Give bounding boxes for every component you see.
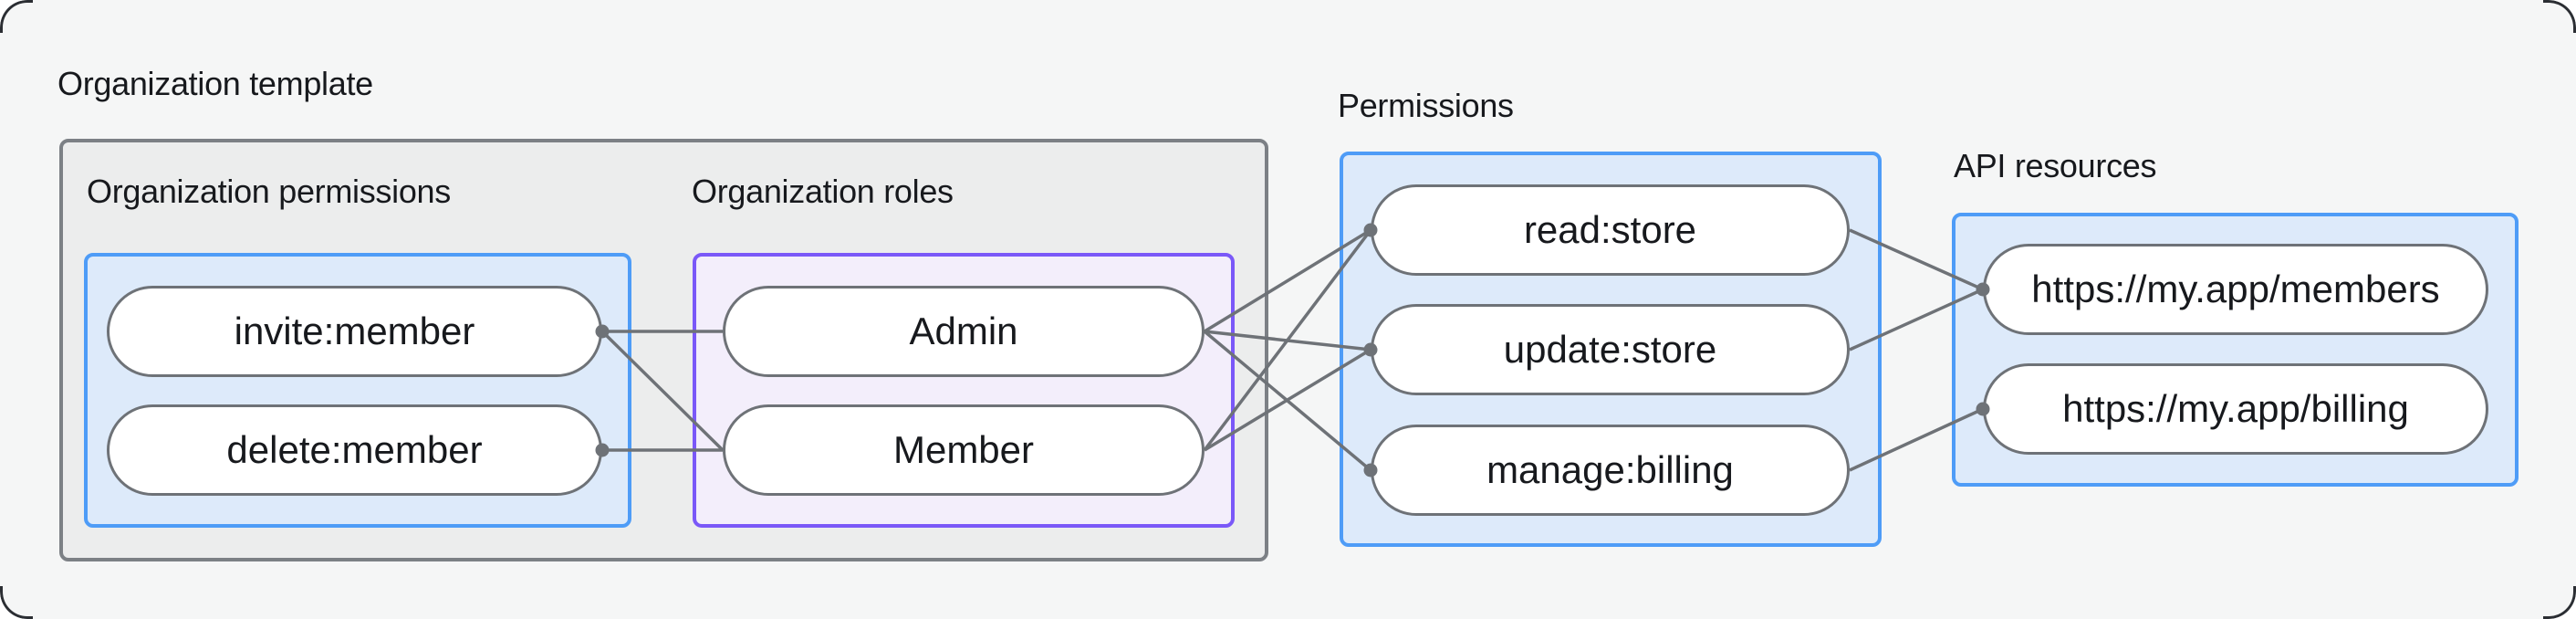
node-manage-billing: manage:billing	[1371, 425, 1850, 516]
permissions-title: Permissions	[1338, 87, 1514, 124]
screenshot-corner-top-left	[0, 0, 33, 33]
screenshot-corner-bottom-right	[2543, 586, 2576, 619]
organization-template-title: Organization template	[57, 65, 373, 102]
node-billing-api-resource: https://my.app/billing	[1983, 363, 2488, 455]
node-invite-member: invite:member	[107, 286, 602, 377]
node-read-store: read:store	[1371, 184, 1850, 276]
screenshot-corner-top-right	[2543, 0, 2576, 33]
screenshot-corner-bottom-left	[0, 586, 33, 619]
organization-roles-title: Organization roles	[692, 173, 954, 210]
api-resources-title: API resources	[1954, 147, 2157, 184]
node-delete-member: delete:member	[107, 404, 602, 496]
organization-permissions-title: Organization permissions	[87, 173, 451, 210]
node-member-role: Member	[723, 404, 1205, 496]
node-update-store: update:store	[1371, 304, 1850, 395]
node-admin-role: Admin	[723, 286, 1205, 377]
node-members-api-resource: https://my.app/members	[1983, 244, 2488, 335]
